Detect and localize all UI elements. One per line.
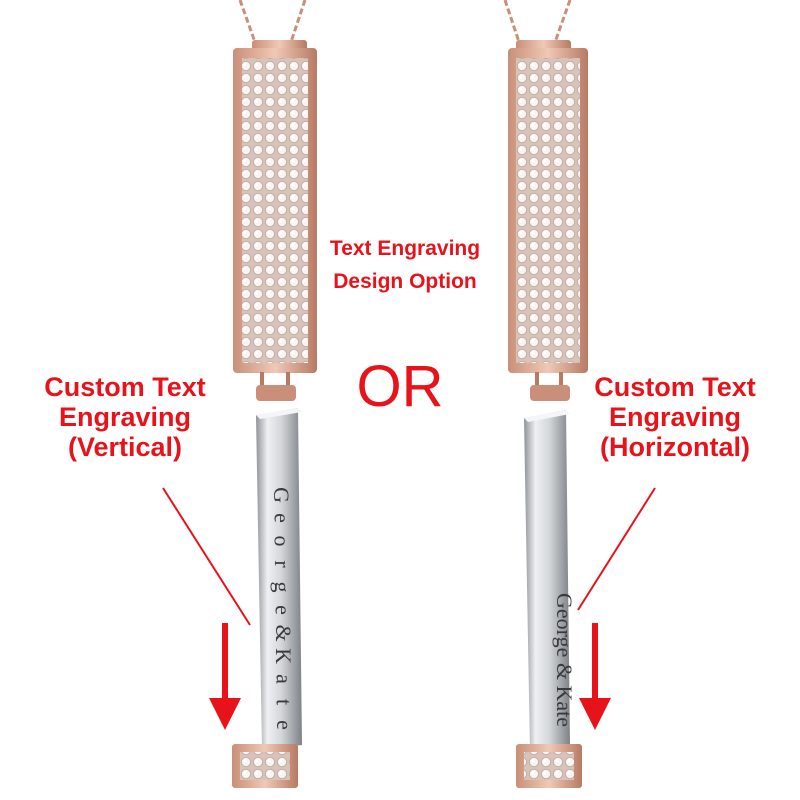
left-bottom-stones — [240, 752, 290, 780]
left-caption-line-3: (Vertical) — [67, 432, 183, 463]
left-engraving-letter: r — [270, 560, 295, 568]
right-caption-line-1: Custom Text — [594, 372, 756, 402]
left-silver-bar — [256, 408, 302, 750]
left-engraving-letter: g — [270, 582, 295, 593]
right-connector-ring — [530, 385, 570, 401]
center-caption-line-2: Design Option — [333, 269, 477, 293]
right-chain-left — [503, 0, 522, 46]
right-silver-bar — [524, 410, 570, 752]
center-caption: Text Engraving Design Option — [300, 233, 510, 298]
left-pointer-line — [162, 487, 251, 626]
right-caption: Custom Text Engraving (Horizontal) — [570, 372, 780, 463]
or-label: OR — [356, 354, 444, 419]
right-silver-bar-top — [524, 410, 570, 422]
left-necklace — [232, 0, 317, 788]
left-engraving-letter: e — [272, 720, 297, 730]
right-pave-stones — [516, 58, 580, 363]
left-caption-line-1: Custom Text — [44, 372, 206, 402]
right-bottom-stones — [524, 752, 574, 780]
left-silver-bar-top — [256, 408, 302, 419]
left-pave-stones — [242, 58, 308, 363]
left-engraving-letter: e — [270, 605, 295, 615]
right-necklace — [503, 0, 588, 788]
left-chain-left — [238, 0, 258, 46]
center-caption-line-1: Text Engraving — [329, 237, 481, 260]
right-arrow — [579, 623, 611, 730]
left-caption-line-2: Engraving — [58, 402, 192, 433]
left-engraving-letter: G — [269, 487, 294, 503]
left-engraving-letter: t — [272, 699, 297, 705]
left-engraving-text: Ge o r g e & Ka t e — [269, 487, 297, 730]
left-engraving-letter: o — [270, 536, 295, 547]
left-engraving-letter: e — [269, 513, 294, 523]
right-engraving-text: George & Kate — [552, 593, 577, 727]
left-chain-right — [288, 0, 307, 46]
left-engraving-letter: K — [271, 648, 296, 664]
left-arrow — [209, 623, 241, 730]
left-engraving-letter: & — [271, 624, 296, 641]
left-engraving-letter: a — [271, 674, 296, 684]
left-connector-ring — [256, 385, 296, 401]
right-caption-line-3: (Horizontal) — [600, 432, 750, 463]
left-caption: Custom Text Engraving (Vertical) — [20, 372, 230, 463]
right-chain-right — [552, 0, 572, 46]
right-pointer-line — [577, 487, 656, 611]
right-caption-line-2: Engraving — [608, 402, 742, 433]
